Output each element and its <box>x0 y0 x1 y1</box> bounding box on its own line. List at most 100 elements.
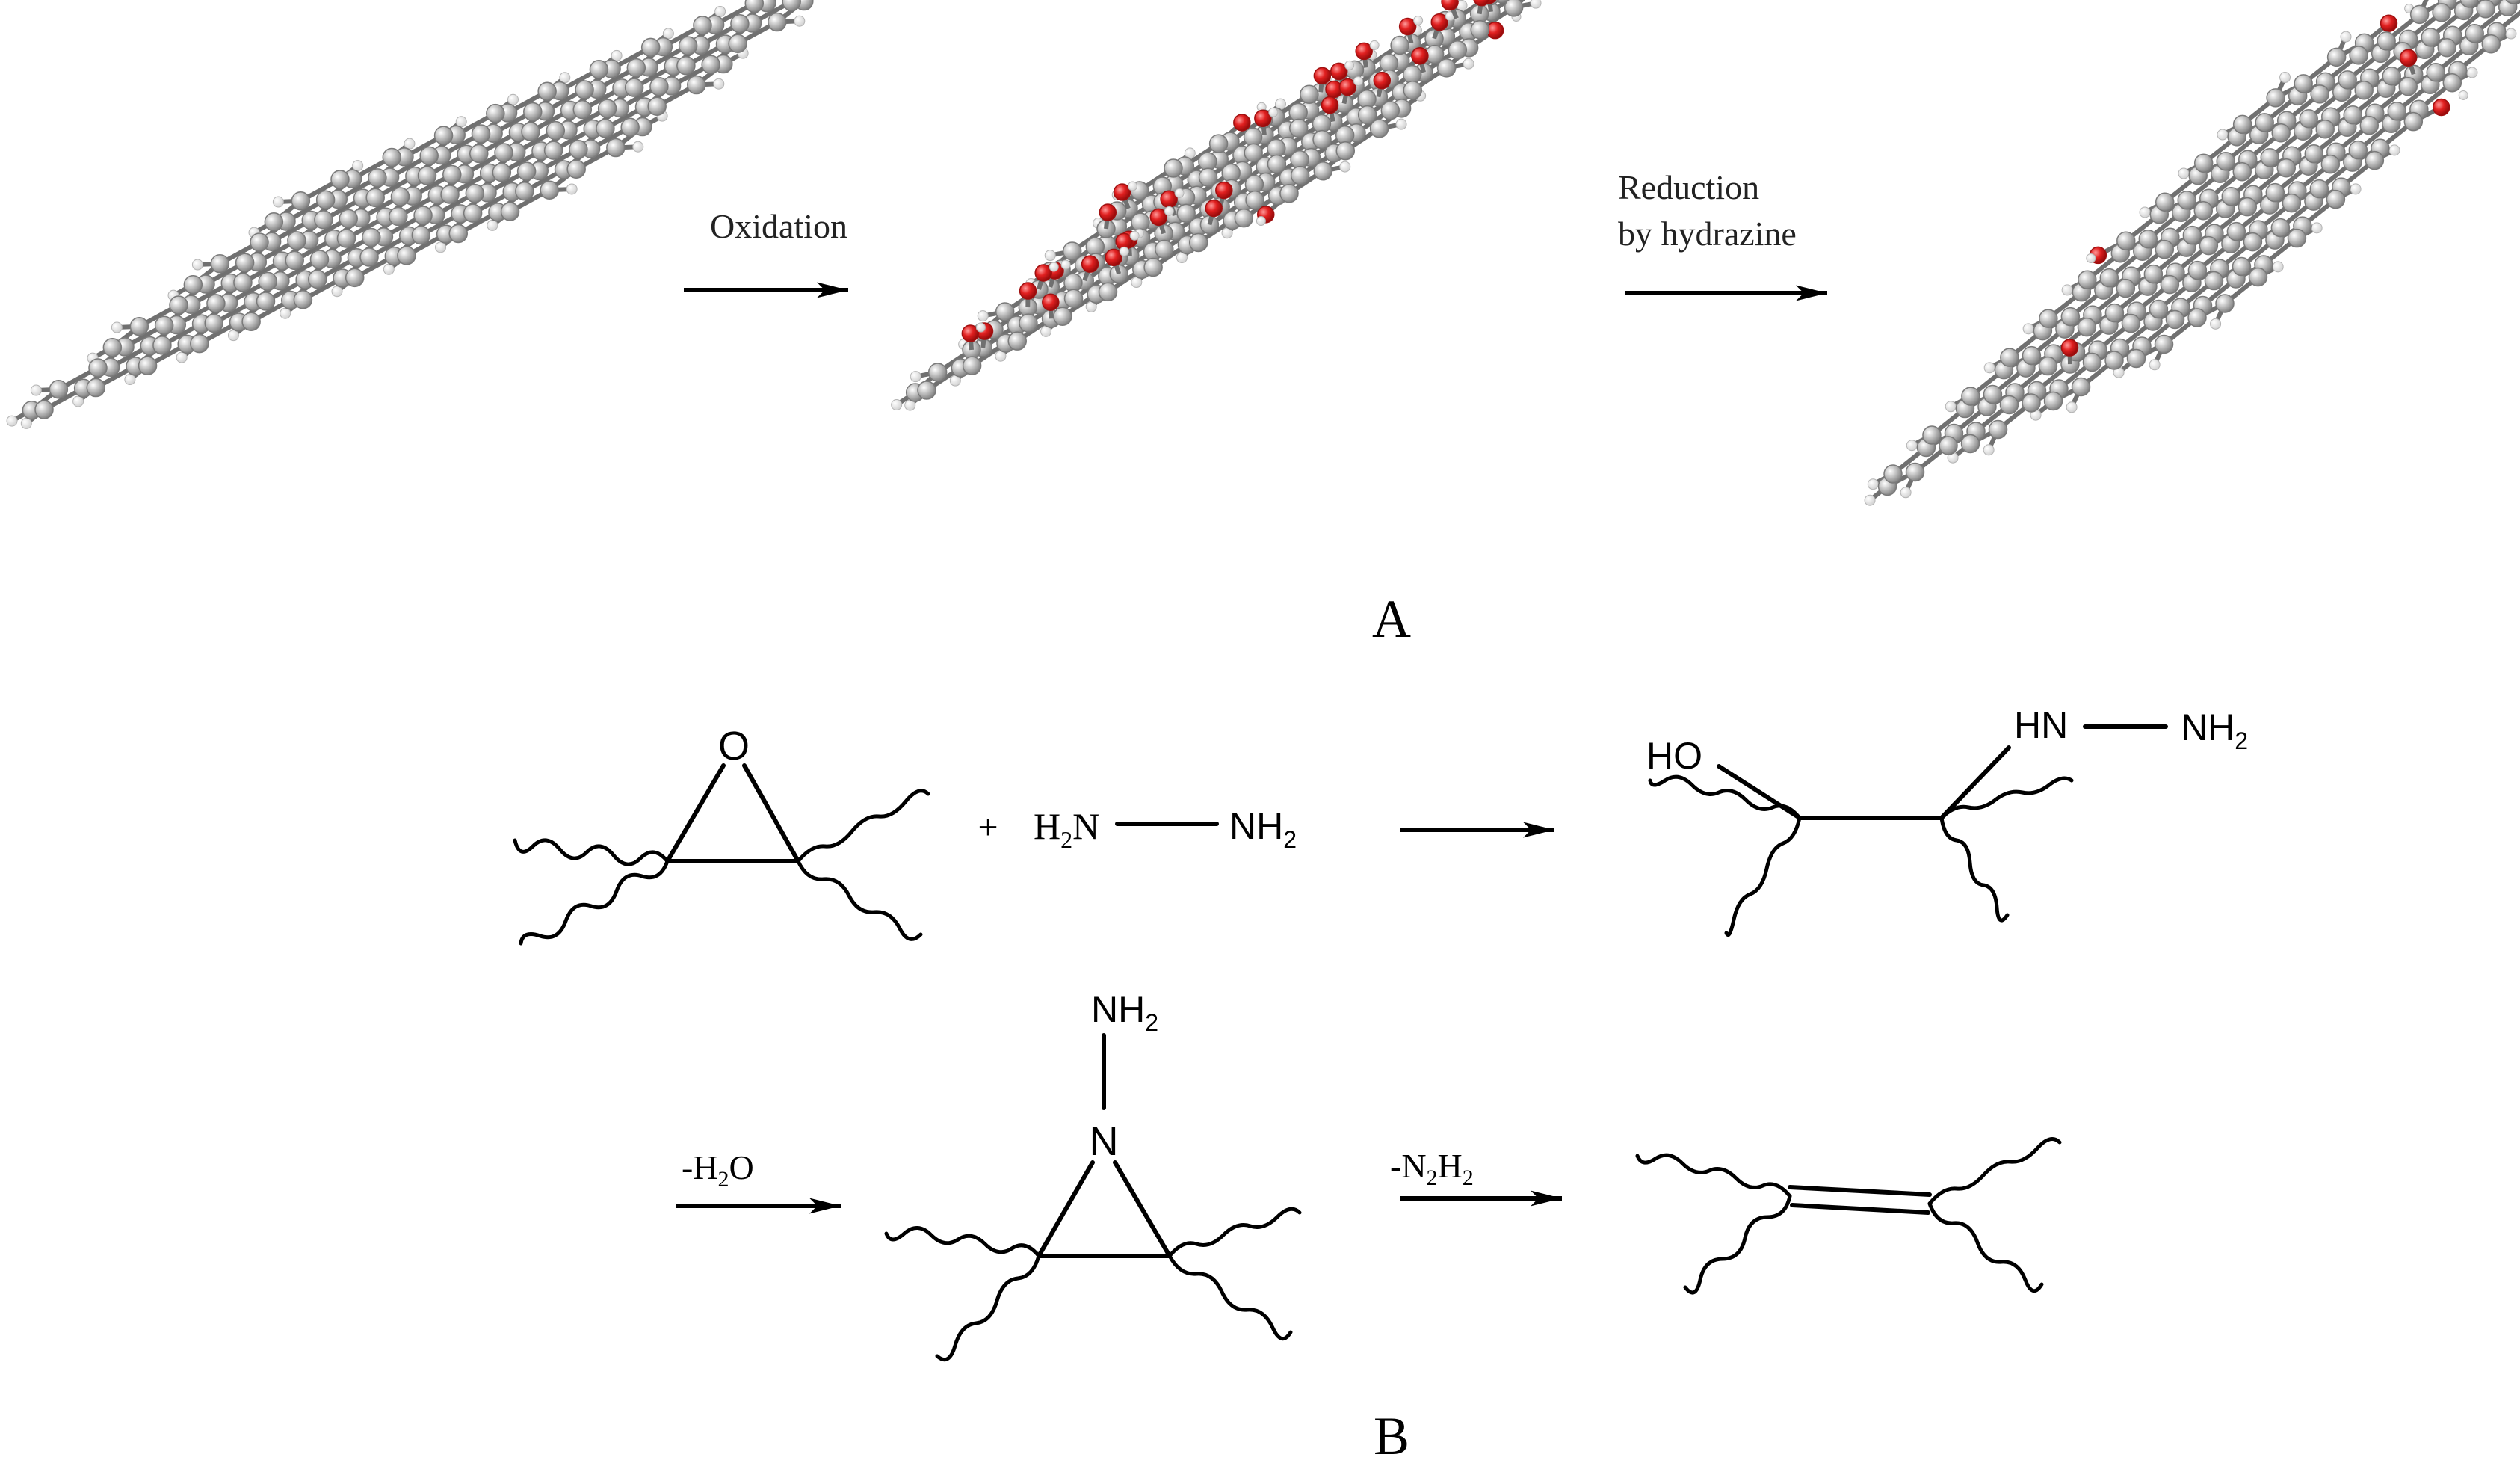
hydrogen-atom <box>2458 90 2468 100</box>
carbon-atom <box>2039 309 2058 328</box>
hydrogen-atom <box>559 72 571 84</box>
carbon-atom <box>102 337 123 357</box>
hydrazine-left-group: H2N <box>1034 805 1099 853</box>
carbon-atom <box>572 99 593 120</box>
hydrogen-atom <box>714 5 726 17</box>
hydrogen-atom <box>1119 246 1129 256</box>
hydrogen-atom <box>435 241 447 253</box>
hydrogen-atom <box>2279 72 2291 84</box>
carbon-atom <box>589 60 609 79</box>
carbon-atom <box>2000 348 2019 367</box>
carbon-atom <box>336 229 356 248</box>
carbon-atom <box>2421 28 2440 47</box>
hydrogen-atom <box>2022 323 2034 335</box>
carbon-atom <box>390 187 410 206</box>
hydrogen-atom <box>1413 16 1424 26</box>
carbon-atom <box>782 0 801 12</box>
hydrogen-atom <box>611 49 623 61</box>
carbon-atom <box>365 188 385 208</box>
carbon-atom <box>1176 203 1196 224</box>
carbon-atom <box>2221 186 2241 206</box>
panel-b: O + H2N NH2 HO HN NH2 <box>513 704 2248 1466</box>
carbon-atom <box>183 274 203 295</box>
carbon-atom <box>465 183 485 203</box>
reduction-label-line1: Reduction <box>1618 168 1759 206</box>
hydrogen-atom <box>2466 67 2478 78</box>
carbon-atom <box>687 75 706 95</box>
dehydration-label: -H2O <box>682 1148 754 1192</box>
oxygen-atom <box>1034 264 1052 282</box>
carbon-atom <box>2216 152 2235 171</box>
carbon-atom <box>2038 356 2058 376</box>
hydrogen-atom <box>280 307 291 319</box>
hydrogen-atom <box>1864 494 1876 506</box>
carbon-atom <box>448 224 469 244</box>
carbon-atom <box>1234 208 1254 228</box>
carbon-atom <box>1300 84 1319 105</box>
carbon-atom <box>521 122 540 141</box>
carbon-atom <box>492 162 512 182</box>
carbon-atom <box>2442 73 2462 93</box>
carbon-atom <box>1999 395 2019 415</box>
hydrogen-atom <box>272 196 284 208</box>
carbon-atom <box>537 81 557 101</box>
oxygen-atom <box>1042 293 1060 311</box>
panel-a: Oxidation Reduction by hydrazine A <box>6 0 2520 649</box>
carbon-atom <box>154 315 174 336</box>
carbon-atom <box>2126 348 2146 369</box>
carbon-atom <box>606 138 626 158</box>
hydrogen-atom <box>713 78 725 90</box>
carbon-atom <box>2077 317 2097 337</box>
oxygen-atom <box>2060 339 2079 357</box>
carbon-atom <box>34 400 54 419</box>
hydrogen-atom <box>566 183 578 195</box>
carbon-atom <box>469 144 489 164</box>
hydrogen-atom <box>191 259 203 271</box>
carbon-atom <box>2193 200 2214 221</box>
hydrogen-atom <box>383 263 395 275</box>
carbon-atom <box>2022 345 2042 366</box>
carbon-atom <box>2165 309 2185 330</box>
hydrogen-atom <box>124 374 136 386</box>
carbon-atom <box>728 34 747 54</box>
carbon-atom <box>2143 264 2164 284</box>
carbon-atom <box>2243 232 2263 252</box>
epoxide-oxygen: O <box>718 724 750 769</box>
carbon-atom <box>2481 34 2501 54</box>
carbon-atom <box>1063 289 1084 308</box>
carbon-atom <box>1098 282 1118 302</box>
carbon-atom <box>88 358 108 378</box>
carbon-atom <box>744 0 765 13</box>
hydrogen-atom <box>176 351 188 363</box>
carbon-atom <box>419 146 439 166</box>
hydrogen-atom <box>6 415 18 427</box>
oxidation-label: Oxidation <box>710 207 847 245</box>
carbon-atom <box>241 312 261 331</box>
carbon-atom <box>463 203 483 223</box>
hydrogen-atom <box>977 310 989 322</box>
carbon-atom <box>411 225 431 245</box>
carbon-atom <box>440 185 460 204</box>
carbon-atom <box>169 295 188 315</box>
hydrogen-atom <box>487 219 498 231</box>
carbon-atom <box>1164 158 1183 178</box>
carbon-atom <box>2271 123 2291 143</box>
carbon-atom <box>1939 436 1958 455</box>
carbon-atom <box>2160 274 2180 295</box>
carbon-atom <box>2437 38 2456 58</box>
carbon-atom <box>500 202 520 221</box>
carbon-atom <box>2382 67 2401 86</box>
carbon-atom <box>640 37 661 58</box>
carbon-atom <box>2270 218 2291 238</box>
hydrogen-atom <box>1983 444 1995 456</box>
carbon-atom <box>2287 228 2307 248</box>
carbon-atom <box>442 164 462 185</box>
hydrogen-atom <box>1044 250 1056 262</box>
carbon-atom <box>2387 101 2407 121</box>
carbon-atom <box>190 333 209 354</box>
oxygen-atom <box>2432 98 2450 117</box>
hydrogen-atom <box>1395 118 1407 130</box>
oxygen-atom <box>1081 255 1099 273</box>
carbon-atom <box>768 12 787 32</box>
